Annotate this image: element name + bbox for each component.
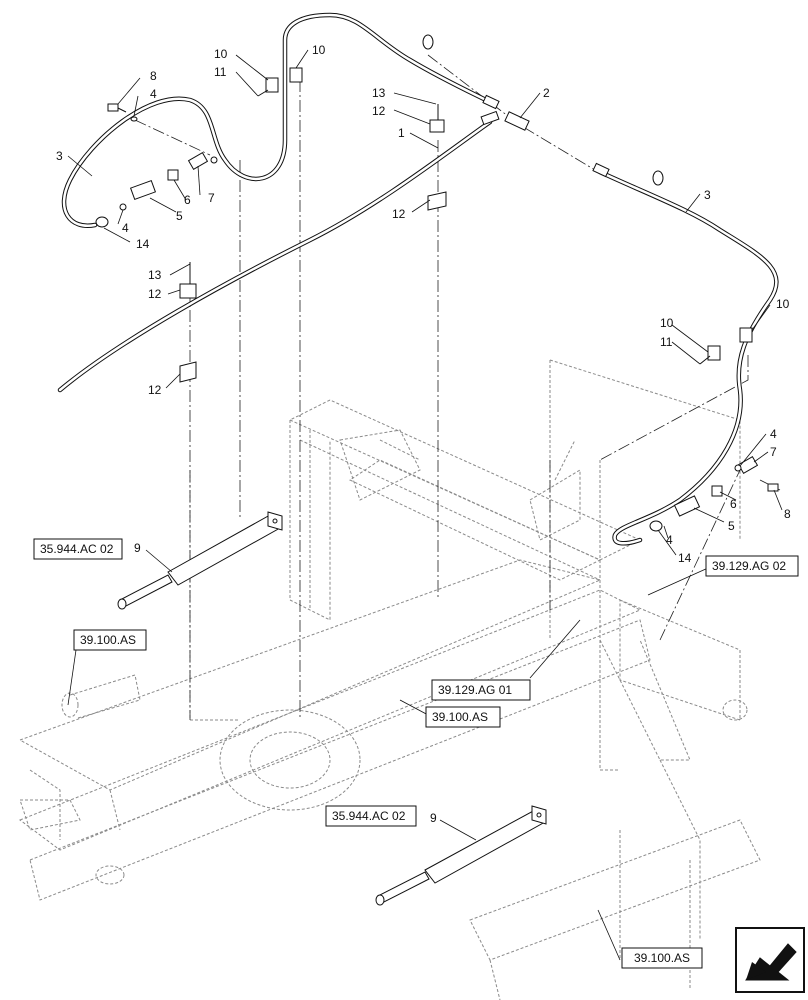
callout-label: 12: [148, 383, 162, 397]
callout-label: 7: [208, 191, 215, 205]
callout-label: 14: [136, 237, 150, 251]
callout-label: 4: [770, 427, 777, 441]
callout-label: 1: [398, 126, 405, 140]
svg-text:39.100.AS: 39.100.AS: [432, 710, 488, 724]
callout-label: 9: [134, 541, 141, 555]
ref-35944-bottom: 35.944.AC 02: [325, 805, 417, 827]
callout-label: 4: [122, 221, 129, 235]
callout-label: 3: [704, 188, 711, 202]
callout-label: 13: [148, 268, 162, 282]
callout-label: 8: [150, 69, 157, 83]
callout-label: 8: [784, 507, 791, 521]
leader-lines: [67, 49, 783, 961]
arrow-icon: [735, 927, 805, 993]
ref-39100-mid: 39.100.AS: [425, 706, 501, 728]
callout-label: 12: [148, 287, 162, 301]
hose-right-3: [597, 169, 779, 546]
callout-label: 4: [666, 533, 673, 547]
ref-39129-01: 39.129.AG 01: [431, 679, 531, 701]
ref-39129-02: 39.129.AG 02: [705, 555, 799, 577]
hose-long-1: [57, 119, 493, 393]
callout-label: 11: [214, 65, 227, 79]
callout-label: 3: [56, 149, 63, 163]
svg-text:39.100.AS: 39.100.AS: [80, 633, 136, 647]
callout-label: 5: [176, 209, 183, 223]
callout-label: 7: [770, 445, 777, 459]
callout-label: 10: [214, 47, 228, 61]
cylinder-bottom: [375, 805, 547, 906]
ref-35944-top: 35.944.AC 02: [33, 538, 123, 560]
svg-text:35.944.AC 02: 35.944.AC 02: [332, 809, 406, 823]
svg-text:39.100.AS: 39.100.AS: [634, 951, 690, 965]
callout-label: 10: [776, 297, 790, 311]
callout-label: 9: [430, 811, 437, 825]
machine-frame-ghost: [18, 359, 761, 1000]
callout-label: 13: [372, 86, 386, 100]
callout-label: 14: [678, 551, 692, 565]
hose-left-3: [61, 12, 493, 229]
reference-boxes: 35.944.AC 02 39.100.AS 39.129.AG 02 39.1…: [33, 538, 799, 969]
svg-text:39.129.AG 02: 39.129.AG 02: [712, 559, 786, 573]
callout-label: 2: [543, 86, 550, 100]
svg-text:35.944.AC 02: 35.944.AC 02: [40, 542, 114, 556]
svg-text:39.129.AG 01: 39.129.AG 01: [438, 683, 512, 697]
callout-label: 5: [728, 519, 735, 533]
callout-label: 6: [730, 497, 737, 511]
callout-label: 10: [660, 316, 674, 330]
callout-label: 4: [150, 87, 157, 101]
callout-label: 6: [184, 193, 191, 207]
callout-labels: 8 4 3 6 7 5 4 14 10 11 10 13 12 1 12 2 1…: [56, 43, 791, 825]
cylinder-top: [117, 511, 283, 610]
ref-39100-left: 39.100.AS: [73, 629, 147, 651]
callout-label: 12: [372, 104, 386, 118]
callout-label: 10: [312, 43, 326, 57]
callout-label: 12: [392, 207, 406, 221]
callout-label: 11: [660, 335, 673, 349]
center-lines: [134, 54, 781, 720]
ref-39100-bottom: 39.100.AS: [621, 947, 703, 969]
fittings-and-clamps: [95, 34, 779, 532]
